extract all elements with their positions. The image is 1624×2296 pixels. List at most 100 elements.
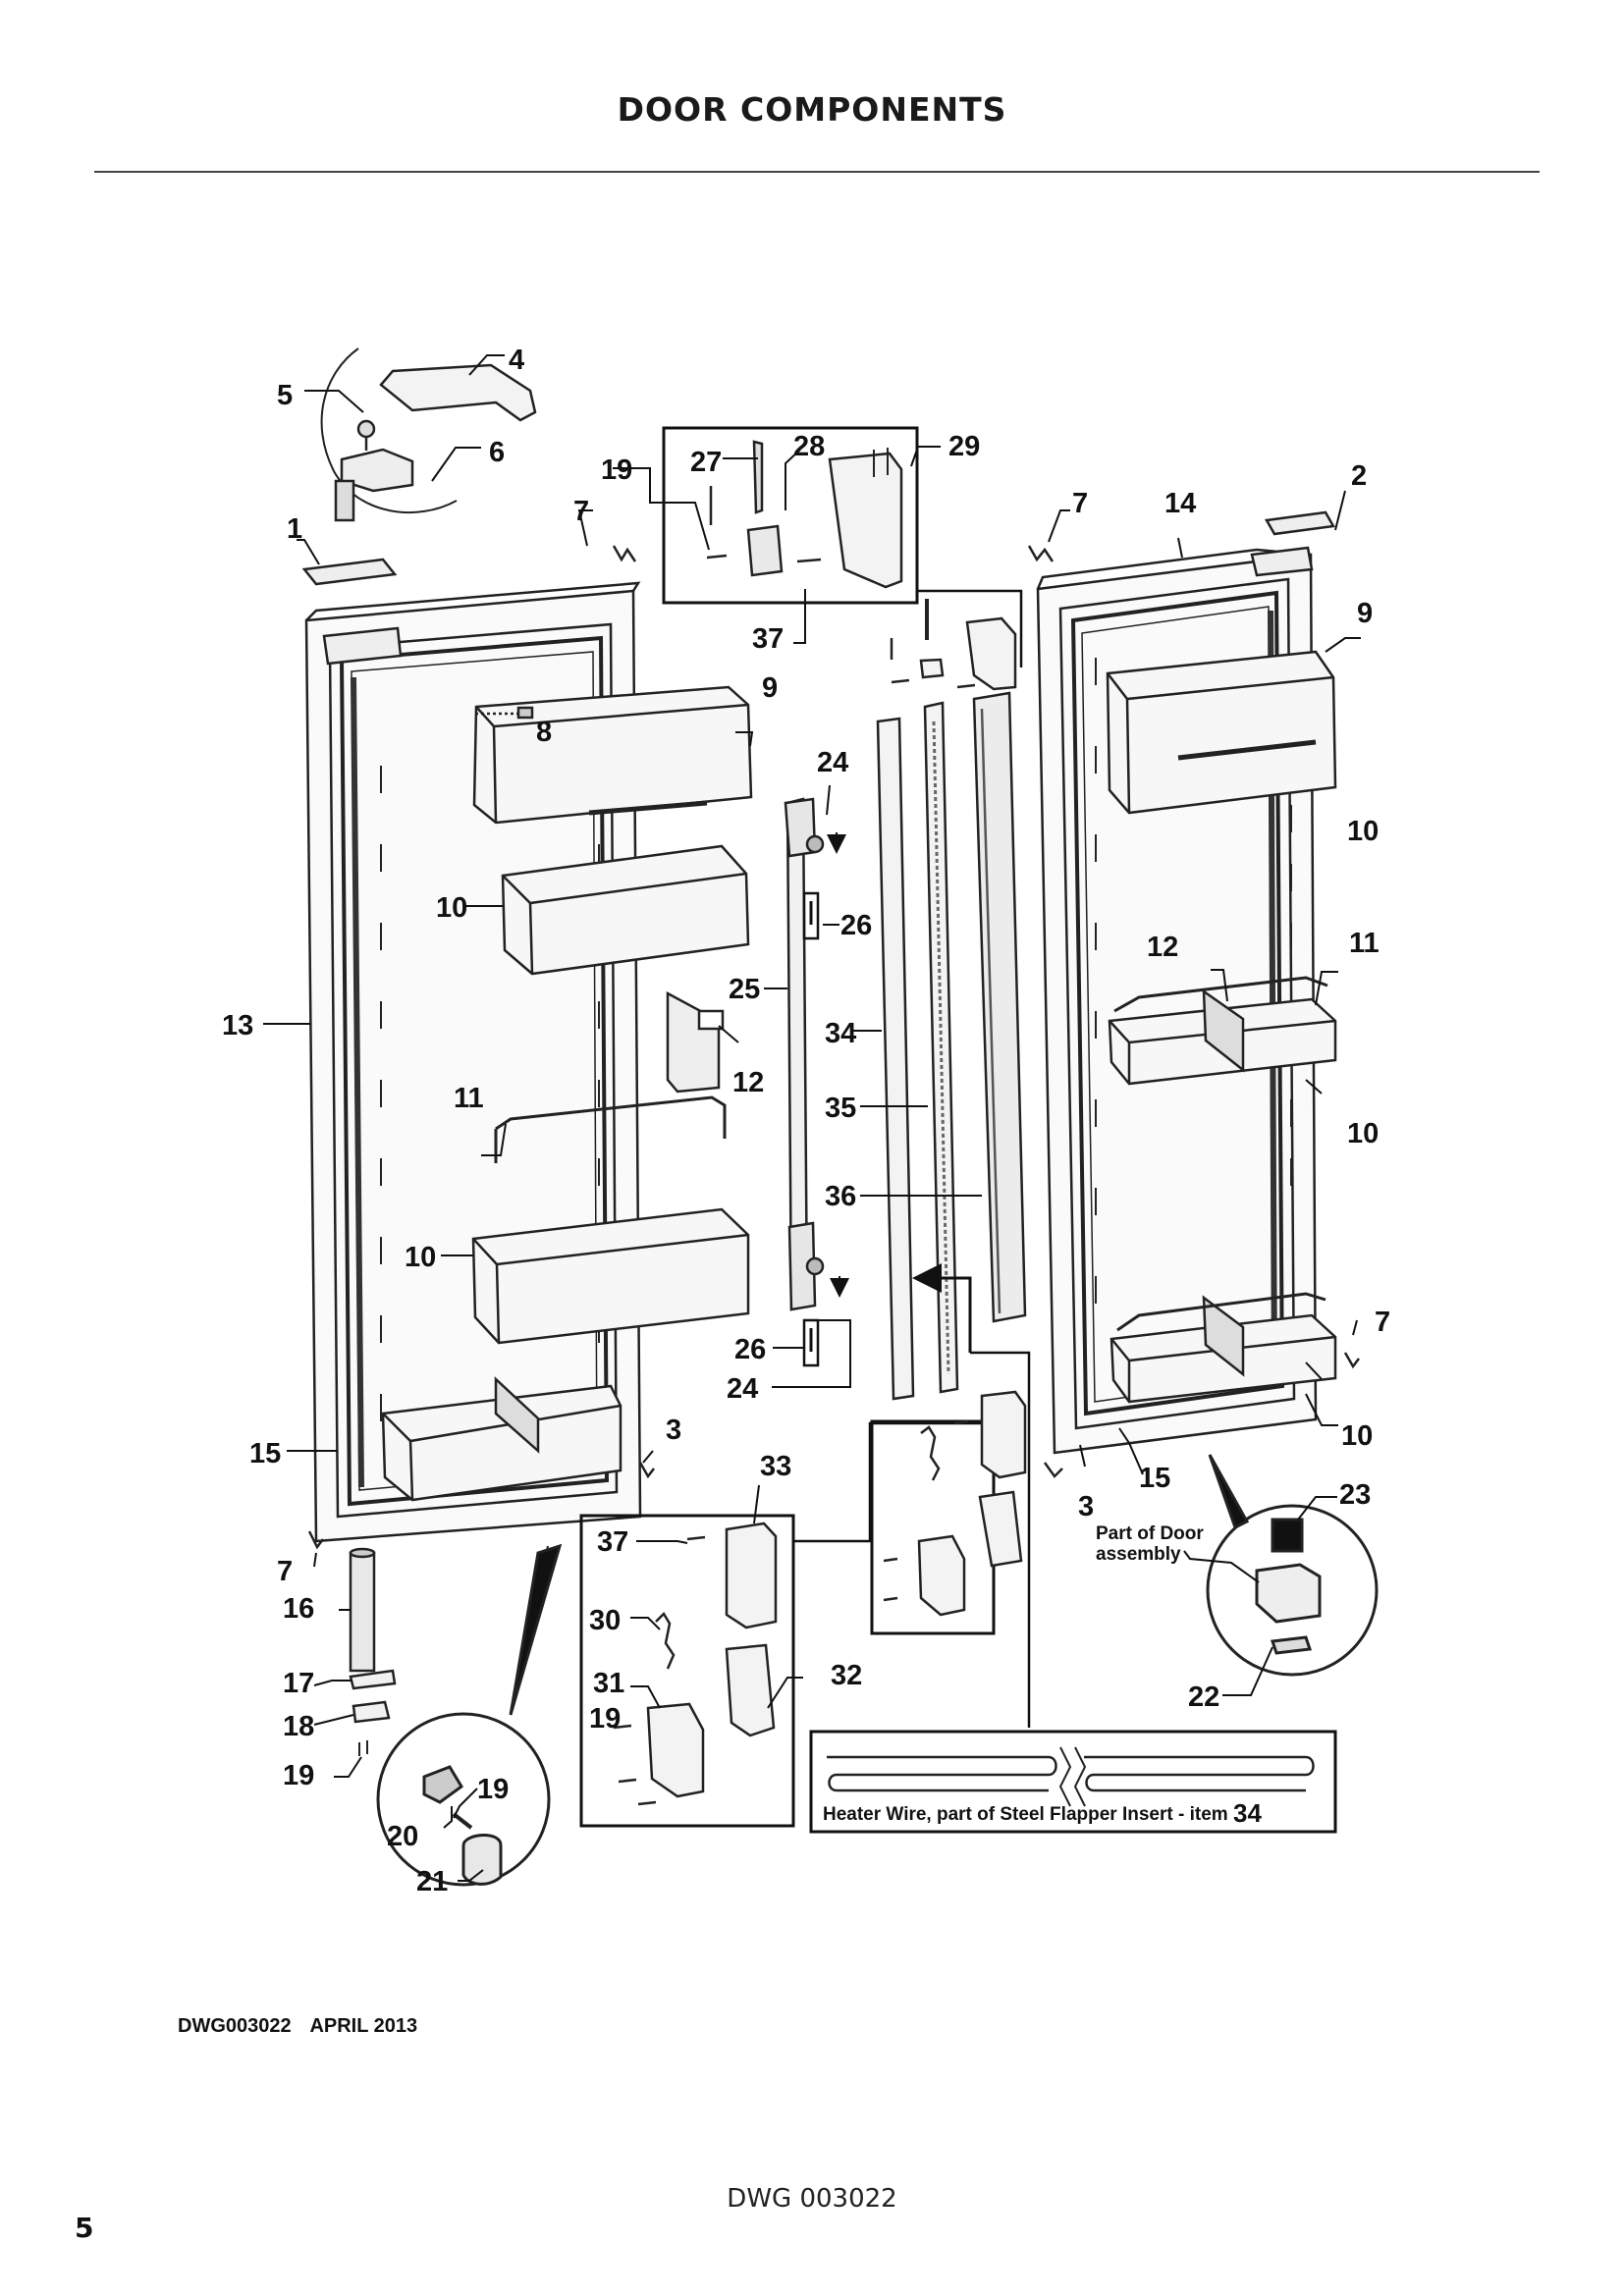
label-31: 31 xyxy=(593,1668,624,1699)
right-door-shelf-slots xyxy=(1095,658,1292,1304)
left-door-bin-upper xyxy=(501,844,750,976)
shelf-screw-8 xyxy=(475,706,534,720)
label-19-left-pin: 19 xyxy=(283,1760,314,1791)
right-door-clips xyxy=(1027,545,1360,1478)
door-assembly-note-line-2: assembly xyxy=(1096,1544,1181,1565)
label-4: 4 xyxy=(509,345,524,376)
upper-left-hinge-detail xyxy=(320,347,537,522)
label-35: 35 xyxy=(825,1093,856,1124)
label-21: 21 xyxy=(416,1866,448,1897)
label-7-lower-left: 7 xyxy=(277,1556,293,1587)
drawing-reference: DWG003022 APRIL 2013 xyxy=(178,2015,431,2038)
left-dairy-compartment xyxy=(472,685,753,825)
label-12-right: 12 xyxy=(1147,932,1178,963)
right-top-cap xyxy=(1264,510,1336,536)
heater-wire-drawing xyxy=(827,1746,1315,1807)
lower-hinge-detail-box-33 xyxy=(579,1421,990,1828)
label-26-lower: 26 xyxy=(734,1334,766,1365)
label-11-left: 11 xyxy=(454,1083,484,1114)
label-10-right-lower: 10 xyxy=(1341,1420,1373,1452)
mullion-flapper-34 xyxy=(876,717,915,1401)
left-door-clips xyxy=(307,545,655,1550)
label-29: 29 xyxy=(948,431,980,462)
label-3-left: 3 xyxy=(666,1415,681,1446)
label-3-right: 3 xyxy=(1078,1491,1094,1522)
left-door-bin-middle xyxy=(471,1207,750,1345)
footer-drawing-label: DWG 003022 xyxy=(727,2184,897,2214)
label-37-upper: 37 xyxy=(752,623,784,655)
label-19-hinge-box: 19 xyxy=(601,454,632,486)
label-26-upper: 26 xyxy=(840,910,872,941)
label-22: 22 xyxy=(1188,1682,1219,1713)
left-door-shelf-rail xyxy=(494,1095,727,1163)
part-26-boxes xyxy=(802,891,820,1367)
label-14: 14 xyxy=(1164,488,1196,519)
label-15-left: 15 xyxy=(249,1438,281,1469)
mullion-assembly-arrow xyxy=(912,1263,1031,1728)
magnified-hinge-cam-detail xyxy=(376,1543,563,1887)
leader-lines xyxy=(263,354,1361,1882)
label-10-left-upper: 10 xyxy=(436,892,467,924)
label-19-lower-hinge: 19 xyxy=(589,1703,621,1735)
label-36: 36 xyxy=(825,1181,856,1212)
left-top-cap xyxy=(301,558,398,586)
label-13: 13 xyxy=(222,1010,253,1041)
left-door-bin-lower xyxy=(381,1376,623,1502)
part-number-labels: 4 5 6 1 7 19 27 28 29 37 7 14 2 9 9 8 24… xyxy=(222,345,1390,1897)
label-7-upper-right: 7 xyxy=(1072,488,1088,519)
label-25: 25 xyxy=(729,974,760,1005)
right-dairy-compartment xyxy=(1106,650,1337,815)
label-30: 30 xyxy=(589,1605,621,1636)
label-24-upper: 24 xyxy=(817,747,848,778)
lower-hinge-parts xyxy=(613,1522,778,1806)
label-16: 16 xyxy=(283,1593,314,1625)
label-5: 5 xyxy=(277,380,293,411)
label-34: 34 xyxy=(825,1018,856,1049)
label-15-right: 15 xyxy=(1139,1463,1170,1494)
label-11-right: 11 xyxy=(1349,928,1380,959)
label-23: 23 xyxy=(1339,1479,1371,1511)
label-6: 6 xyxy=(489,437,505,468)
mullion-flapper-35 xyxy=(923,701,959,1394)
center-hinge-exploded-parts xyxy=(890,599,1017,691)
label-32: 32 xyxy=(831,1660,862,1691)
center-hinge-detail-box xyxy=(662,426,1023,667)
door-assembly-note-line-1: Part of Door xyxy=(1096,1523,1204,1544)
label-10-right-upper: 10 xyxy=(1347,816,1379,847)
right-door-bin-lower xyxy=(1110,1292,1337,1404)
mullion-gasket-36 xyxy=(972,691,1027,1323)
label-24-lower: 24 xyxy=(727,1373,758,1405)
label-17: 17 xyxy=(283,1668,314,1699)
label-37-lower: 37 xyxy=(597,1526,628,1558)
label-18: 18 xyxy=(283,1711,314,1742)
magnified-door-stop-detail xyxy=(1206,1454,1379,1677)
center-hinge-parts xyxy=(706,440,903,589)
page-number: 5 xyxy=(75,2212,94,2244)
label-9-left: 9 xyxy=(762,672,778,704)
mullion-small-arrows xyxy=(827,832,849,1298)
lower-hinge-pin xyxy=(349,1547,397,1756)
heater-wire-detail-box xyxy=(809,1730,1337,1834)
label-8: 8 xyxy=(536,717,552,748)
heater-wire-caption: Heater Wire, part of Steel Flapper Inser… xyxy=(823,1804,1228,1825)
heater-wire-item-number: 34 xyxy=(1233,1798,1262,1828)
label-1: 1 xyxy=(287,513,302,545)
label-7-right-lower: 7 xyxy=(1375,1307,1390,1338)
left-door-shelf-slots xyxy=(380,766,600,1421)
drawing-date: APRIL 2013 xyxy=(309,2015,418,2037)
label-2: 2 xyxy=(1351,460,1367,492)
right-door-bin-middle xyxy=(1108,976,1337,1086)
drawing-number: DWG003022 xyxy=(178,2015,292,2037)
label-20: 20 xyxy=(387,1821,418,1852)
label-9-right: 9 xyxy=(1357,598,1373,629)
title-divider xyxy=(94,171,1540,173)
label-12-left: 12 xyxy=(732,1067,764,1098)
page-title: DOOR COMPONENTS xyxy=(617,90,1007,129)
label-27: 27 xyxy=(690,447,722,478)
left-bin-divider xyxy=(666,990,725,1094)
label-33: 33 xyxy=(760,1451,791,1482)
label-28: 28 xyxy=(793,431,825,462)
side-hinge-parts xyxy=(883,1390,1027,1617)
mullion-trim-24-25 xyxy=(784,797,825,1311)
